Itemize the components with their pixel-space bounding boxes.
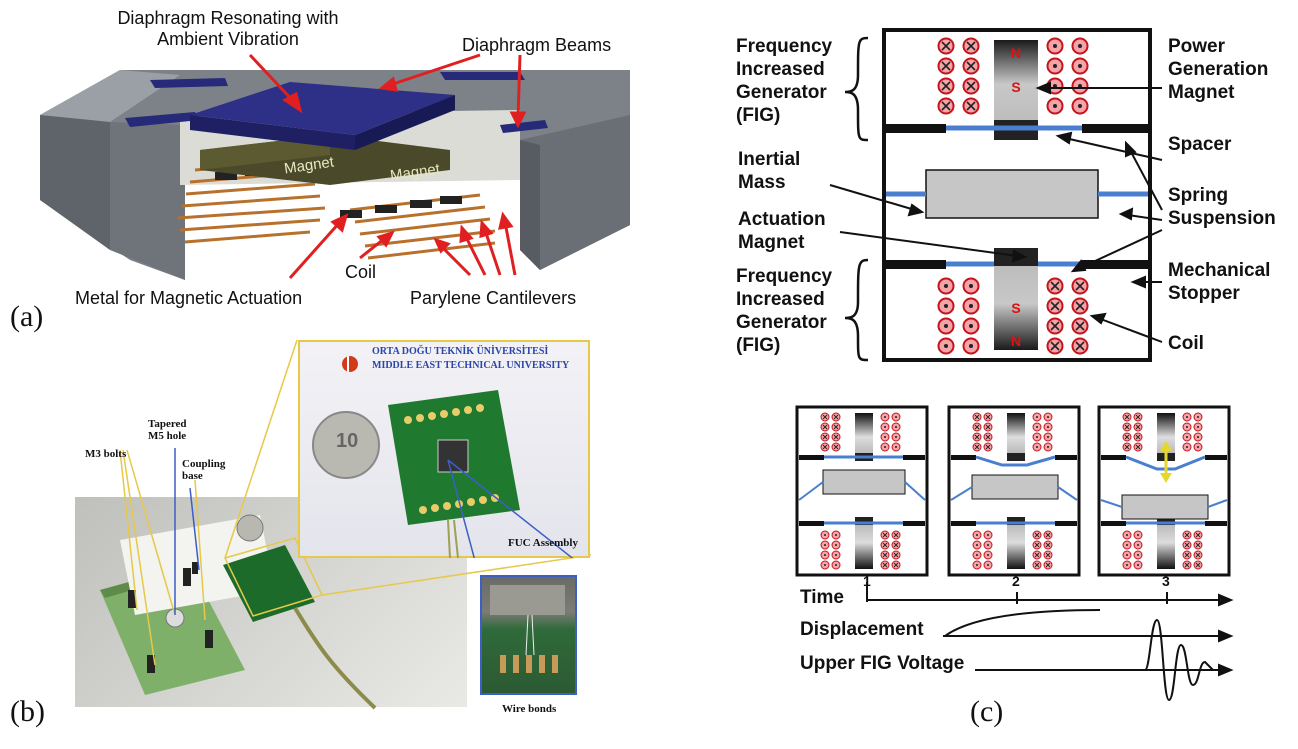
university-name-tr: ORTA DOĞU TEKNİK ÜNİVERSİTESİ: [372, 346, 549, 357]
label-mechanical-stopper: Mechanical Stopper: [1168, 260, 1271, 304]
panel-a-tag: (a): [10, 300, 44, 333]
label-coupling-base: Coupling base: [182, 458, 226, 482]
label-parylene-cantilevers: Parylene Cantilevers: [410, 288, 577, 308]
label-spring-suspension: Spring Suspension: [1168, 185, 1276, 229]
label-coil-a: Coil: [345, 262, 377, 282]
label-tapered-hole: Tapered M5 hole: [148, 418, 187, 442]
step-3: 3: [1162, 573, 1170, 589]
label-spacer: Spacer: [1168, 134, 1232, 155]
pole-n-bottom: N: [1011, 333, 1021, 349]
label-coil-c: Coil: [1168, 333, 1204, 354]
fuc-assembly-illustration: [312, 356, 574, 558]
panel-c-states: [795, 400, 1234, 702]
panel-a-illustration: [40, 53, 630, 280]
label-displacement: Displacement: [800, 619, 924, 640]
label-inertial-mass: Inertial Mass: [738, 149, 801, 193]
step-1: 1: [863, 573, 871, 589]
wire-bonds-illustration: [490, 585, 565, 673]
label-fig-bottom: Frequency Increased Generator (FIG): [736, 266, 833, 356]
pole-s-top: S: [1011, 79, 1020, 95]
label-m3-bolts: M3 bolts: [85, 448, 127, 460]
panel-c-annotations: [829, 36, 1163, 362]
panel-c-tag: (c): [970, 695, 1004, 728]
panel-b-photo: [100, 340, 592, 710]
label-upper-fig-voltage: Upper FIG Voltage: [800, 653, 965, 674]
label-time: Time: [800, 587, 845, 608]
label-actuation-magnet: Actuation Magnet: [738, 209, 826, 253]
panel-c-schematic: N S S N: [882, 28, 1152, 362]
label-diaphragm-resonating: Diaphragm Resonating with Ambient Vibrat…: [117, 8, 339, 49]
label-power-magnet: Power Generation Magnet: [1168, 36, 1269, 103]
university-name-en: MIDDLE EAST TECHNICAL UNIVERSITY: [372, 360, 570, 371]
pole-n-top: N: [1011, 45, 1021, 61]
label-metal-actuation: Metal for Magnetic Actuation: [75, 288, 303, 308]
label-wire-bonds: Wire bonds: [502, 703, 557, 715]
label-diaphragm-beams: Diaphragm Beams: [462, 35, 612, 55]
label-fuc-assembly: FUC Assembly: [508, 537, 578, 549]
label-fig-top: Frequency Increased Generator (FIG): [736, 36, 833, 126]
coin-value: 10: [336, 430, 359, 452]
panel-b-tag: (b): [10, 695, 45, 728]
pole-s-bottom: S: [1011, 300, 1020, 316]
step-2: 2: [1012, 573, 1020, 589]
